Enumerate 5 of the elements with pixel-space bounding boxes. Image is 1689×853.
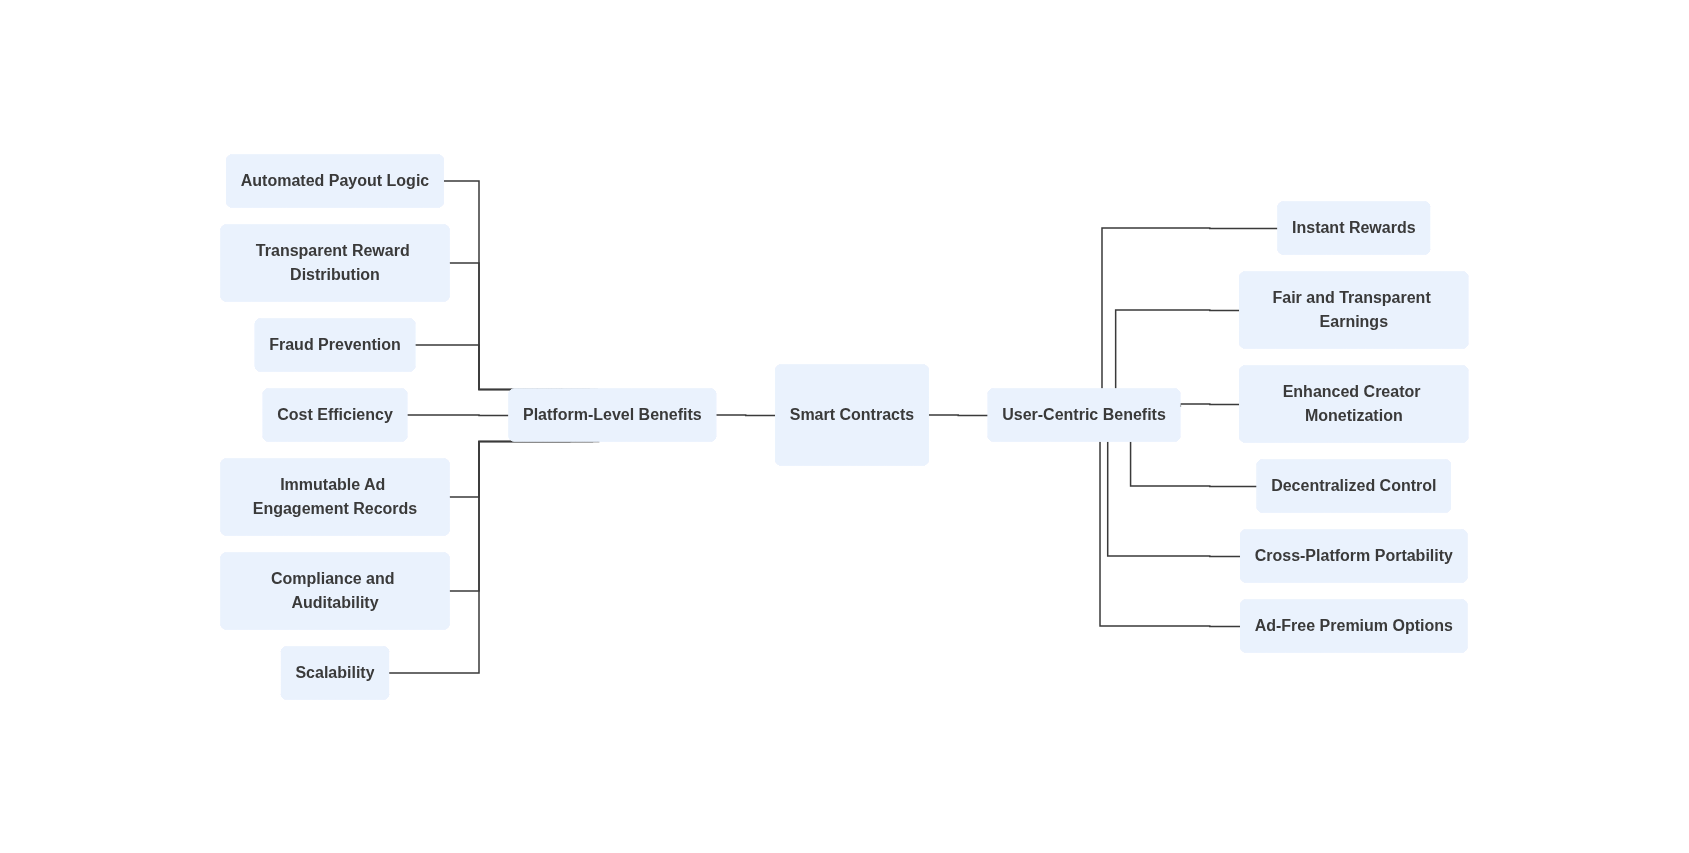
connector [1129, 440, 1259, 487]
connector [1107, 440, 1242, 557]
connector [406, 413, 511, 416]
connector [1101, 226, 1280, 390]
connector [928, 413, 990, 416]
